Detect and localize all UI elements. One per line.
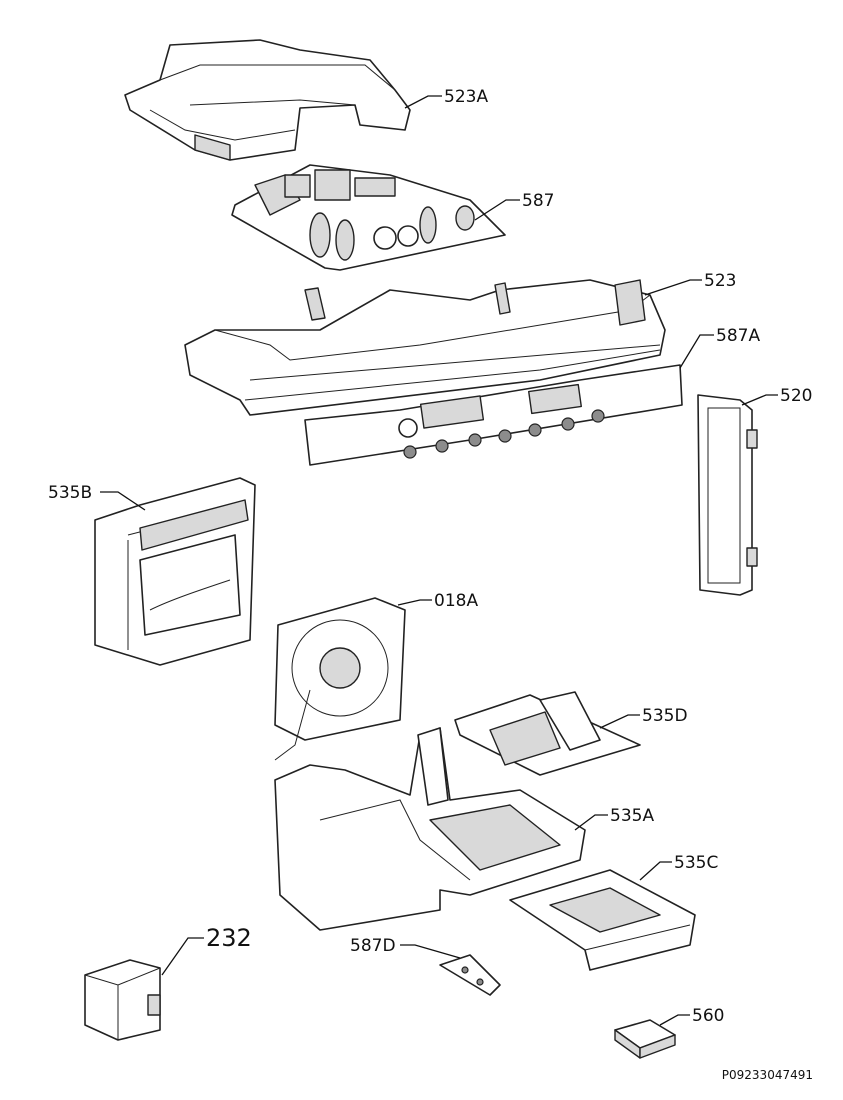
label-535B: 535B [48, 483, 146, 511]
svg-text:587A: 587A [716, 326, 760, 346]
part-520-strip [697, 394, 758, 596]
part-535D-lever [454, 691, 641, 776]
label-535C: 535C [639, 853, 718, 881]
label-560: 560 [659, 1006, 724, 1026]
svg-text:587D: 587D [350, 936, 396, 956]
part-535A-chute [274, 727, 586, 931]
label-523: 523 [644, 271, 736, 296]
svg-text:535D: 535D [642, 706, 688, 726]
reference-number: P09233047491 [721, 1068, 813, 1082]
label-523A: 523A [404, 87, 488, 109]
part-535C-tray [509, 869, 696, 971]
svg-text:560: 560 [692, 1006, 724, 1026]
svg-text:535C: 535C [674, 853, 718, 873]
svg-text:535B: 535B [48, 483, 92, 503]
label-520: 520 [741, 386, 812, 406]
part-587-board [231, 164, 506, 271]
svg-text:587: 587 [522, 191, 554, 211]
part-232-transformer [84, 959, 161, 1041]
svg-text:535A: 535A [610, 806, 654, 826]
label-535A: 535A [574, 806, 654, 831]
label-018A: 018A [397, 591, 478, 611]
svg-text:018A: 018A [434, 591, 478, 611]
label-587A: 587A [679, 326, 760, 369]
svg-text:520: 520 [780, 386, 812, 406]
part-535B-housing [94, 477, 256, 666]
label-535D: 535D [599, 706, 688, 729]
label-587D: 587D [350, 936, 461, 959]
part-560-filter [614, 1019, 676, 1059]
label-232: 232 [161, 924, 252, 976]
part-523-frame [184, 279, 666, 416]
svg-text:232: 232 [206, 924, 252, 952]
svg-text:523: 523 [704, 271, 736, 291]
label-587: 587 [474, 191, 554, 221]
svg-text:523A: 523A [444, 87, 488, 107]
part-587D-small-board [439, 954, 501, 996]
part-523A-cover [124, 39, 411, 161]
part-018A-fan [274, 597, 406, 761]
part-587A-display-board [304, 364, 683, 466]
